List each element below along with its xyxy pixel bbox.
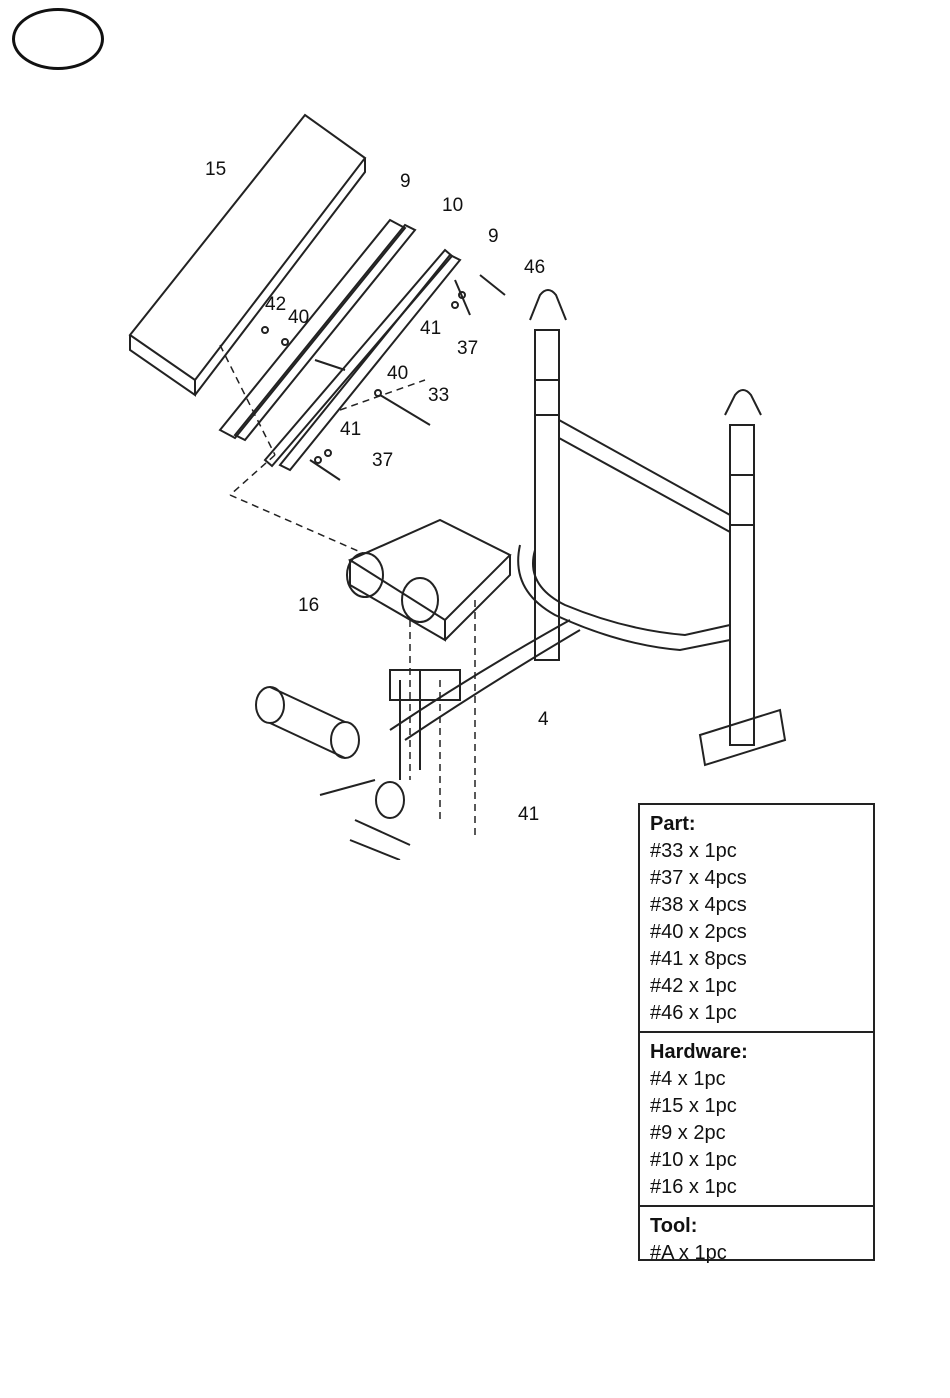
callout-40a: 40 [288,307,309,328]
callout-41a: 41 [420,318,441,339]
hardware-item: #4 x 1pc [650,1066,863,1093]
part-item: #41 x 8pcs [650,946,863,973]
backrest-pad [130,115,365,395]
parts-list-box: Part: #33 x 1pc #37 x 4pcs #38 x 4pcs #4… [638,803,875,1261]
callout-9b: 9 [488,226,499,247]
assembly-diagram-svg: 15 9 10 9 46 42 40 41 37 40 33 41 37 16 … [100,80,820,860]
tool-item: #A x 1pc [650,1240,863,1267]
callout-41c: 41 [518,804,539,825]
part-item: #46 x 1pc [650,1000,863,1027]
callout-33: 33 [428,385,449,406]
rack-uprights [518,290,785,765]
hardware-item: #10 x 1pc [650,1147,863,1174]
part-item: #42 x 1pc [650,973,863,1000]
callout-10: 10 [442,195,463,216]
callout-9a: 9 [400,171,411,192]
tool-section: Tool: #A x 1pc [640,1207,873,1271]
callout-4: 4 [538,709,549,730]
hardware-item: #16 x 1pc [650,1174,863,1201]
leg-developer [256,687,410,860]
callout-41b: 41 [340,419,361,440]
part-item: #37 x 4pcs [650,865,863,892]
assembly-diagram: 15 9 10 9 46 42 40 41 37 40 33 41 37 16 … [100,80,820,860]
hardware-item: #15 x 1pc [650,1093,863,1120]
seat-pad [347,520,510,640]
part-section-title: Part: [650,811,863,838]
callout-37a: 37 [457,338,478,359]
callout-16: 16 [298,595,319,616]
callout-37b: 37 [372,450,393,471]
part-item: #40 x 2pcs [650,919,863,946]
hardware-section-title: Hardware: [650,1039,863,1066]
hardware-section: Hardware: #4 x 1pc #15 x 1pc #9 x 2pc #1… [640,1033,873,1207]
callout-40b: 40 [387,363,408,384]
step-number-oval [12,8,104,70]
tool-section-title: Tool: [650,1213,863,1240]
part-section: Part: #33 x 1pc #37 x 4pcs #38 x 4pcs #4… [640,805,873,1033]
callout-46: 46 [524,257,545,278]
hardware-item: #9 x 2pc [650,1120,863,1147]
callout-42: 42 [265,294,286,315]
part-item: #33 x 1pc [650,838,863,865]
callout-15: 15 [205,159,226,180]
part-item: #38 x 4pcs [650,892,863,919]
main-frame [390,620,580,780]
